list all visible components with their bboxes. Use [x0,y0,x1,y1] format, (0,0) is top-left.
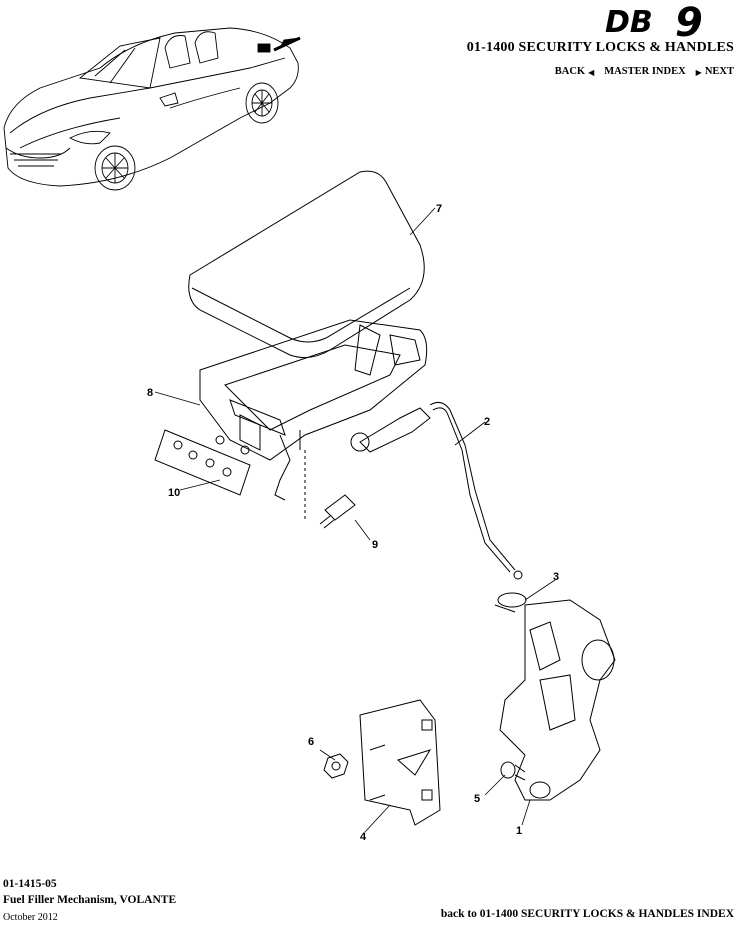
part-2-release-cable [350,401,523,580]
svg-text:DB: DB [605,5,653,40]
part-3-clip [494,592,527,613]
part-5-screw [500,761,526,781]
callout-4: 4 [360,831,367,843]
leader-lines [154,207,556,833]
part-1-actuator [499,599,616,801]
svg-text:9: 9 [675,2,703,40]
back-to-index-link[interactable]: back to 01-1400 SECURITY LOCKS & HANDLES… [440,908,734,920]
callout-1: 1 [516,825,522,837]
document-date: October 2012 [3,912,58,923]
back-label: BACK [554,66,586,77]
part-10-gasket [154,429,251,496]
db9-logo: DB 9 [605,2,703,40]
part-6-nut [323,753,349,779]
master-index-link[interactable]: MASTER INDEX [604,66,686,77]
callout-7: 7 [436,203,442,215]
callout-5: 5 [474,793,480,805]
part-7-fuel-flap-door [188,170,425,376]
navigation-bar: BACK ◀ MASTER INDEX ▶ NEXT [555,66,734,77]
part-8-hinge-bracket [199,319,428,520]
back-link[interactable]: BACK ◀ [555,66,595,77]
next-label: NEXT [704,66,734,77]
next-link[interactable]: ▶ NEXT [696,66,734,77]
right-arrow-icon: ▶ [695,67,702,77]
callout-6: 6 [308,736,314,748]
car-locator-illustration [3,27,301,191]
document-name: Fuel Filler Mechanism, VOLANTE [3,894,177,906]
callout-8: 8 [147,387,153,399]
exploded-parts-diagram: 7 8 10 2 3 9 6 4 5 1 [147,170,616,843]
part-9-bolt [319,494,356,529]
callout-10: 10 [168,487,180,499]
callout-3: 3 [553,571,559,583]
page-title: 01-1400 SECURITY LOCKS & HANDLES [466,40,734,55]
callout-2: 2 [484,416,490,428]
callout-9: 9 [372,539,378,551]
document-code: 01-1415-05 [3,878,57,890]
left-arrow-icon: ◀ [588,67,595,77]
part-4-mounting-bracket [359,699,441,826]
